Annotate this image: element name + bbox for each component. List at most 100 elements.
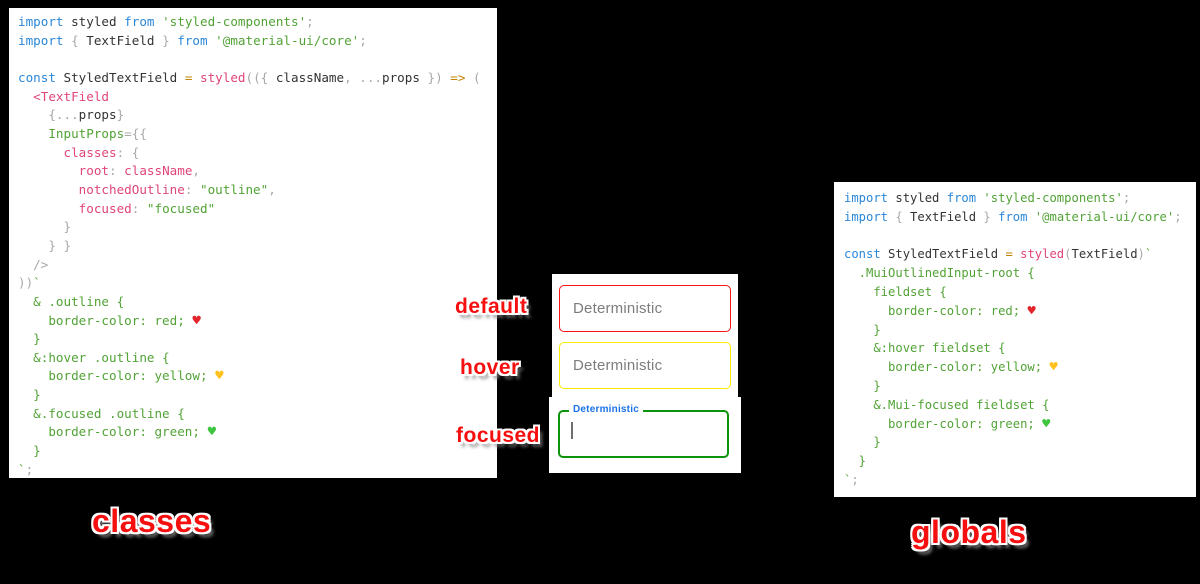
code-token: , — [192, 163, 201, 179]
code-token: InputProps — [18, 125, 125, 141]
code-token: = — [184, 69, 193, 85]
code-line: import { TextField } from '@material-ui/… — [844, 208, 1196, 227]
code-line: border-color: green; ♥ — [844, 415, 1196, 434]
code-token: } — [18, 443, 41, 459]
code-token: '@material-ui/core' — [207, 32, 360, 48]
yellow-heart-icon: ♥ — [215, 368, 224, 385]
classes-code-block: import styled from 'styled-components';i… — [9, 8, 497, 479]
code-token: StyledTextField — [55, 69, 185, 85]
code-line: notchedOutline: "outline", — [18, 181, 497, 200]
code-line: const StyledTextField = styled(TextField… — [844, 245, 1196, 264]
code-line: } — [18, 330, 497, 349]
code-line: &.focused .outline { — [18, 405, 497, 424]
code-token: TextField — [1071, 247, 1138, 262]
code-token: const — [844, 247, 881, 262]
code-token: ={{ — [124, 125, 147, 141]
code-line: `; — [844, 471, 1196, 490]
code-token: } — [844, 378, 881, 393]
code-token: styled — [63, 14, 125, 29]
code-line: `; — [18, 461, 497, 480]
globals-code-block: import styled from 'styled-components';i… — [834, 182, 1196, 490]
code-line: &.Mui-focused fieldset { — [844, 396, 1196, 415]
code-line: import { TextField } from '@material-ui/… — [18, 32, 497, 51]
code-token: = — [1005, 247, 1013, 262]
code-line: const StyledTextField = styled(({ classN… — [18, 69, 497, 88]
code-line: } } — [18, 237, 497, 256]
code-token: "focused" — [146, 200, 216, 216]
code-token: } } — [18, 237, 72, 253]
code-token: ; — [306, 14, 314, 29]
code-line: <TextField — [18, 88, 497, 107]
code-token: } — [844, 454, 867, 469]
textfield-focused-panel: Deterministic — [549, 397, 741, 473]
code-token: import — [844, 209, 889, 224]
code-token: from — [998, 209, 1028, 224]
code-line — [18, 50, 497, 69]
code-line: } — [844, 452, 1196, 471]
textfield-default-placeholder: Deterministic — [573, 300, 663, 317]
code-token: '@material-ui/core' — [1027, 209, 1175, 224]
code-token: &.Mui-focused fieldset { — [844, 397, 1050, 412]
code-token: : — [131, 200, 147, 216]
code-token: "outline" — [199, 181, 269, 197]
code-line: border-color: red; ♥ — [844, 302, 1196, 321]
yellow-heart-icon: ♥ — [1049, 359, 1058, 376]
textfield-hover[interactable]: Deterministic — [559, 342, 731, 389]
code-token: ( — [465, 69, 481, 85]
code-line: } — [18, 442, 497, 461]
code-line: border-color: yellow; ♥ — [18, 367, 497, 386]
code-token: } — [18, 219, 72, 235]
code-token: { — [63, 32, 87, 48]
code-line: } — [844, 433, 1196, 452]
code-line: } — [18, 386, 497, 405]
code-token: import — [844, 191, 889, 205]
code-token: border-color: yellow; — [18, 368, 216, 384]
code-line: import styled from 'styled-components'; — [844, 189, 1196, 208]
code-token: import — [18, 32, 64, 48]
code-line: &:hover .outline { — [18, 349, 497, 368]
code-token: notchedOutline — [18, 181, 185, 197]
code-token: props — [382, 69, 420, 85]
code-token: border-color: green; — [844, 416, 1043, 431]
code-token: => — [450, 69, 466, 85]
code-token: styled — [192, 69, 246, 85]
textfield-default[interactable]: Deterministic — [559, 285, 731, 332]
code-line: border-color: green; ♥ — [18, 423, 497, 442]
code-token: import — [18, 14, 64, 29]
code-token: border-color: red; — [18, 312, 193, 328]
code-line: } — [18, 218, 497, 237]
code-token: )) — [18, 275, 34, 291]
code-token: from — [946, 191, 977, 205]
code-line: {...props} — [18, 106, 497, 125]
code-token: : — [109, 163, 125, 179]
code-token: ` — [18, 461, 26, 477]
code-token: } — [18, 387, 41, 403]
code-token: } — [976, 209, 999, 224]
code-token: 'styled-components' — [154, 14, 307, 29]
label-classes: classes — [92, 503, 212, 539]
code-token: ; — [1174, 209, 1182, 224]
label-hover: hover — [460, 356, 520, 379]
code-token: }) — [419, 69, 451, 85]
code-token: TextField — [910, 209, 977, 224]
code-line: import styled from 'styled-components'; — [18, 13, 497, 32]
textfield-demo-panel: Deterministic Deterministic — [552, 274, 738, 397]
red-heart-icon: ♥ — [192, 312, 201, 329]
code-token: border-color: yellow; — [844, 360, 1050, 375]
code-line: focused: "focused" — [18, 200, 497, 219]
globals-code-panel: import styled from 'styled-components';i… — [834, 182, 1196, 497]
code-token: ( — [1064, 247, 1072, 262]
code-line: & .outline { — [18, 293, 497, 312]
code-line: border-color: red; ♥ — [18, 312, 497, 331]
code-token: border-color: green; — [18, 424, 208, 440]
code-token: ` — [1144, 247, 1153, 262]
code-token: } — [844, 322, 881, 337]
textfield-focused[interactable]: Deterministic — [558, 404, 729, 458]
green-heart-icon: ♥ — [207, 424, 217, 441]
textfield-hover-placeholder: Deterministic — [573, 357, 663, 374]
code-token: ; — [359, 32, 367, 48]
code-token: &.focused .outline { — [18, 405, 185, 421]
classes-code-panel: import styled from 'styled-components';i… — [9, 8, 497, 478]
code-token: &:hover .outline { — [18, 349, 170, 365]
textfield-focused-label: Deterministic — [569, 404, 643, 415]
